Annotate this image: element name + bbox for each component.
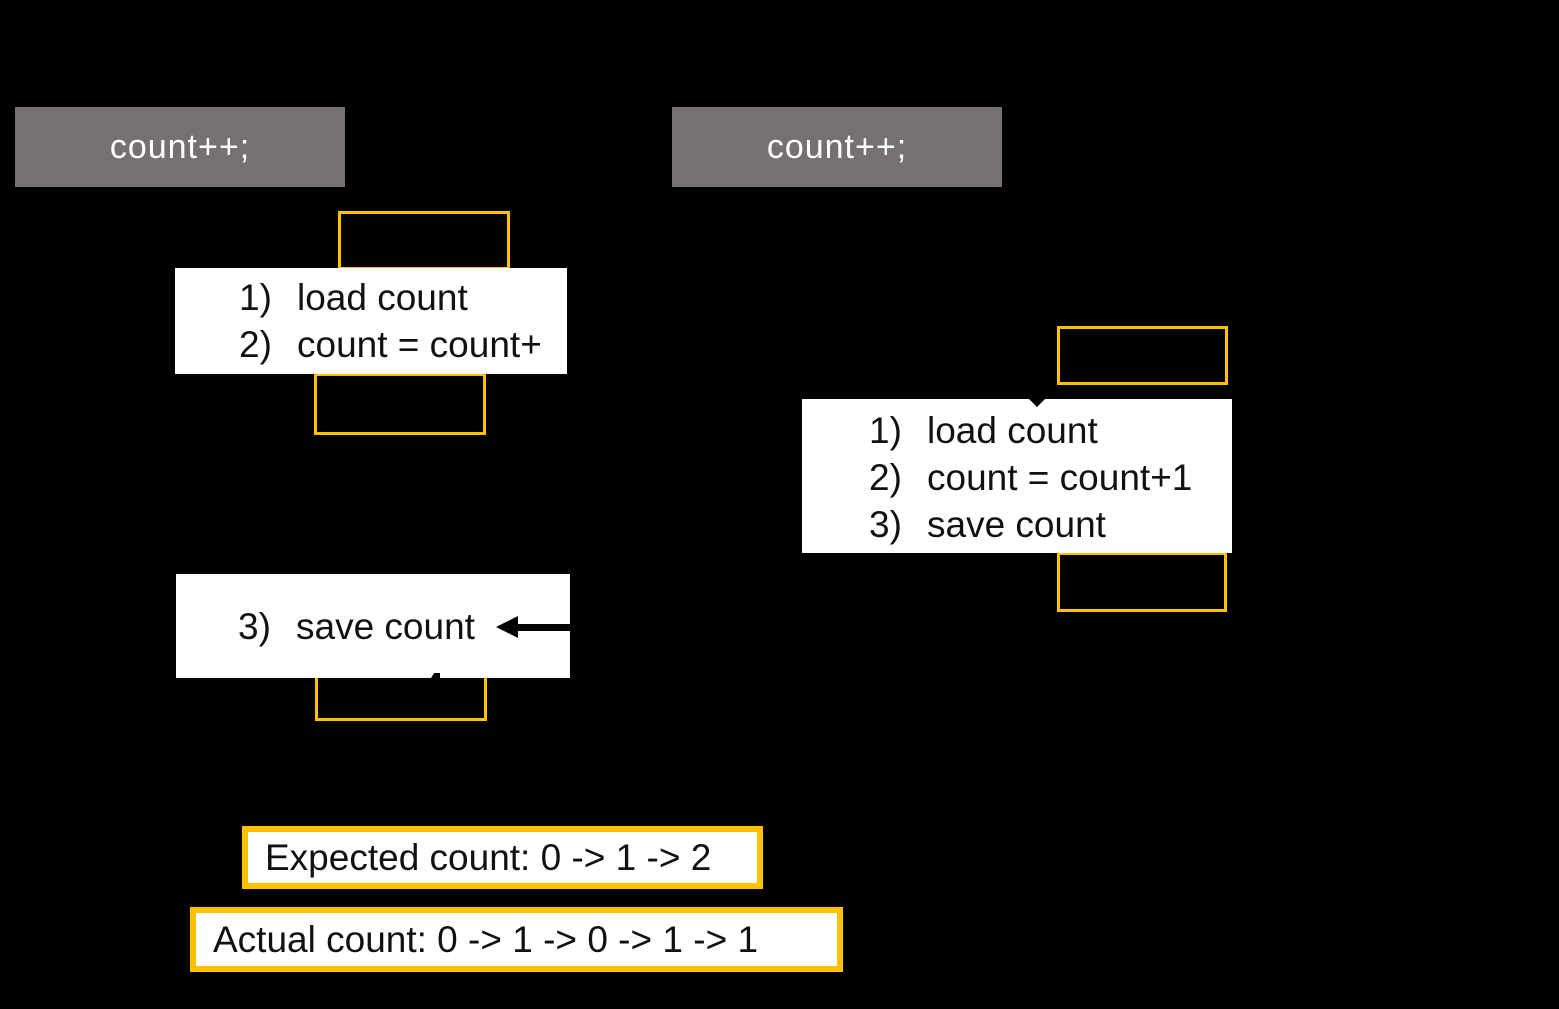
code-label-left: count++; [109,127,251,166]
steps-box-right: 1) load count 2) count = count+1 3) save… [802,399,1232,553]
step-number: 2) [239,324,272,365]
code-box-thread-right: count++; [672,107,1002,187]
step-row: 2) count = count+ [239,321,567,368]
step-label: save count [927,504,1106,545]
step-label: count = count+1 [927,457,1193,498]
clipped-digit-tip [431,673,440,678]
step-number: 1) [239,277,272,318]
expected-count-text: Expected count: 0 -> 1 -> 2 [265,836,712,878]
step-label: save count [296,606,475,647]
step-row: 1) load count [239,274,567,321]
step-label: count = count+ [297,324,542,365]
step-number: 1) [869,410,902,451]
code-label-right: count++; [766,127,908,166]
code-box-thread-left: count++; [15,107,345,187]
step-row: 3) save count [238,603,570,650]
step-number: 2) [869,457,902,498]
left-arrow-icon [496,616,518,638]
actual-count-box: Actual count: 0 -> 1 -> 0 -> 1 -> 1 [190,907,843,972]
step-row: 3) save count [869,501,1232,548]
step-label: load count [297,277,468,318]
step-row: 2) count = count+1 [869,454,1232,501]
steps-box-left-top: 1) load count 2) count = count+ [175,268,567,374]
state-box-right-bottom [1057,552,1227,612]
state-box-left-top [338,211,510,270]
left-arrow-shaft [514,624,570,631]
step-row: 1) load count [869,407,1232,454]
actual-count-text: Actual count: 0 -> 1 -> 0 -> 1 -> 1 [213,918,759,960]
step-number: 3) [238,606,271,647]
step-label: load count [927,410,1098,451]
step-number: 3) [869,504,902,545]
expected-count-box: Expected count: 0 -> 1 -> 2 [242,826,763,889]
down-arrowhead-icon [1029,399,1045,407]
state-box-right-top [1057,326,1228,385]
state-box-left-middle [314,373,486,435]
